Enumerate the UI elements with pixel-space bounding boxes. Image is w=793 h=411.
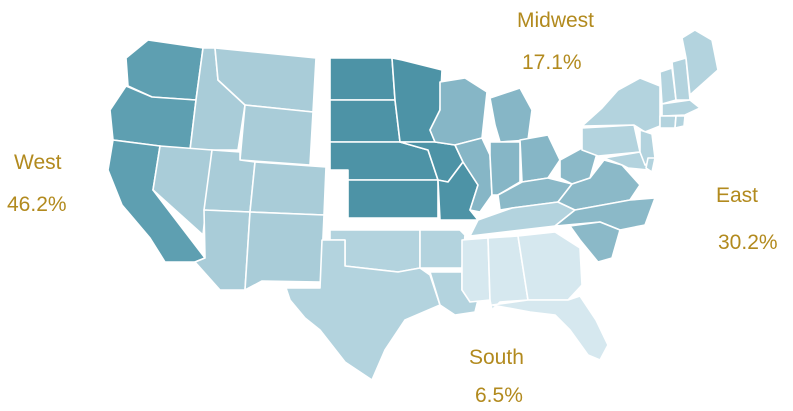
state-wyoming <box>239 104 314 166</box>
state-north-carolina <box>554 197 656 231</box>
state-tennessee <box>469 201 576 237</box>
state-rhode-island <box>674 115 686 129</box>
state-illinois <box>454 137 493 213</box>
mountain-region <box>152 47 327 291</box>
midwest-lakes <box>429 77 561 213</box>
state-michigan <box>489 87 533 143</box>
state-connecticut <box>659 115 677 129</box>
state-new-mexico <box>244 211 325 291</box>
state-pennsylvania <box>581 124 641 157</box>
east-share: 30.2% <box>718 231 778 254</box>
state-maine <box>681 29 719 96</box>
west-label: West <box>14 151 62 174</box>
midwest-label: Midwest <box>517 9 595 32</box>
state-ohio <box>519 134 561 183</box>
state-georgia <box>517 231 583 301</box>
state-delaware <box>645 157 656 173</box>
state-kansas <box>347 179 439 219</box>
state-new-york <box>581 77 661 133</box>
east-label: East <box>716 184 759 207</box>
state-south-carolina <box>569 221 621 263</box>
state-mississippi <box>461 237 491 303</box>
state-nevada <box>152 145 213 236</box>
state-south-dakota <box>329 99 401 143</box>
south-region <box>461 231 609 361</box>
south-share: 6.5% <box>475 384 523 407</box>
state-colorado <box>249 161 327 216</box>
east-region <box>469 29 719 263</box>
state-north-dakota <box>329 57 396 101</box>
state-maryland <box>603 151 649 171</box>
state-massachusetts <box>661 99 701 117</box>
midwest-share: 17.1% <box>522 51 582 74</box>
state-florida <box>491 295 609 361</box>
south-label: South <box>469 346 524 369</box>
west-share: 46.2% <box>7 193 67 216</box>
state-virginia <box>557 159 641 211</box>
south-plains <box>285 229 479 381</box>
west-region <box>107 39 206 263</box>
state-texas <box>285 239 441 381</box>
state-arkansas <box>419 229 466 269</box>
midwest-plains <box>329 57 479 221</box>
